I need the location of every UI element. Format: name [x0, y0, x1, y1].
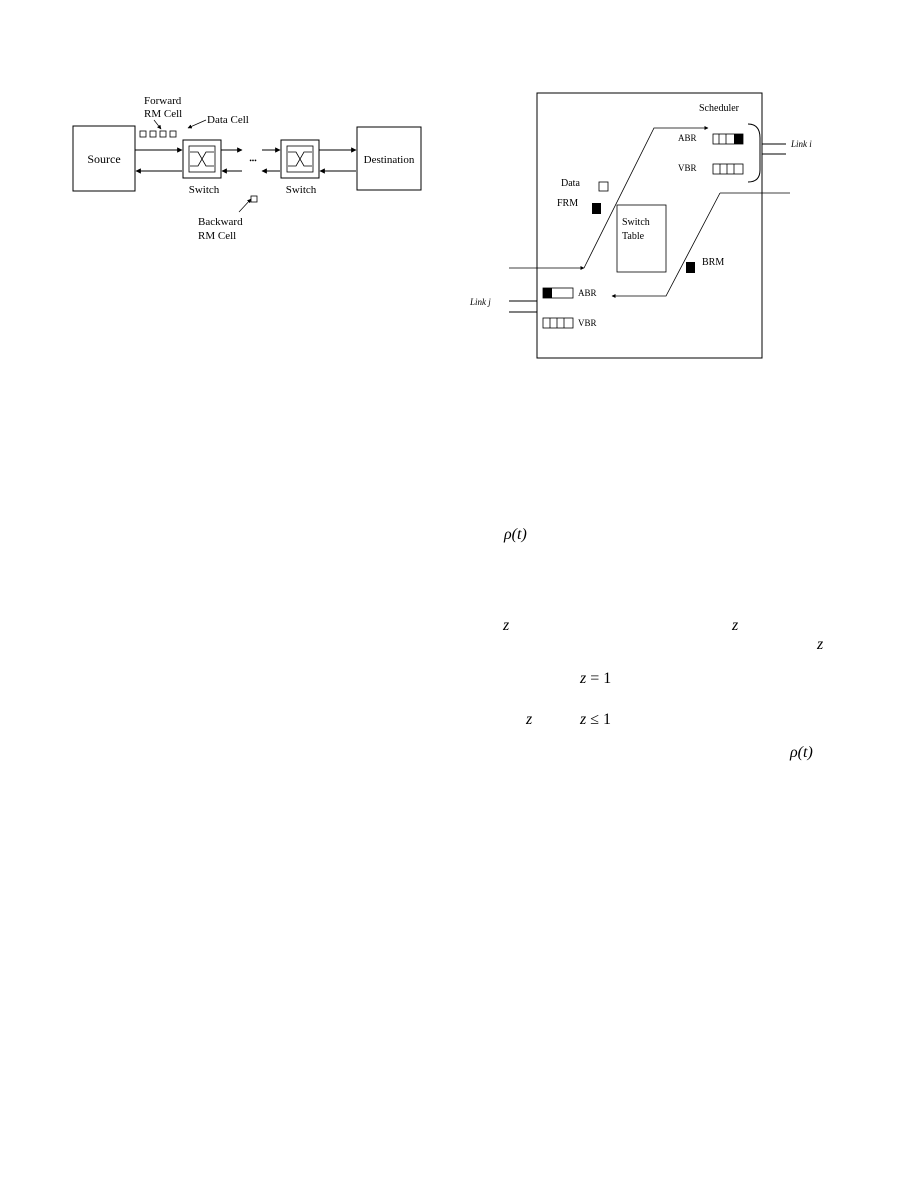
forward-path-diagonal	[583, 126, 709, 269]
abr-out-label: ABR	[678, 133, 697, 143]
forward-rm-label-line1: Forward	[144, 95, 182, 107]
cell-square-2	[149, 130, 157, 138]
cell-square-4	[169, 130, 177, 138]
backward-rm-cell	[250, 195, 258, 203]
abr-in-label: ABR	[578, 288, 597, 298]
ellipsis: •••	[249, 157, 257, 165]
backward-rm-label-line2: RM Cell	[198, 230, 236, 242]
link-j-label: Link j	[469, 297, 491, 307]
switch-1-inner	[188, 145, 216, 173]
vbr-out-queue	[712, 163, 744, 175]
switch-table-box	[616, 204, 667, 273]
vbr-in-label: VBR	[578, 318, 597, 328]
backward-rm-pointer	[238, 198, 252, 213]
backward-rm-label-line1: Backward	[198, 216, 243, 228]
cell-square-3	[159, 130, 167, 138]
destination-label: Destination	[364, 154, 415, 166]
source-box	[72, 125, 136, 192]
scheduler-bracket	[747, 123, 761, 183]
link-i-label: Link i	[790, 139, 812, 149]
abr-out-rm-cell	[734, 134, 743, 144]
switch-internals-diagram: Scheduler ABR VBR Link i Data FRM Switch…	[469, 92, 812, 359]
abr-network-diagram: Source Switch Switch Destination ••• For…	[72, 95, 422, 242]
vbr-out-label: VBR	[678, 163, 697, 173]
brm-cell-icon	[686, 262, 695, 273]
math-z-le-lhs: z	[580, 711, 587, 728]
scheduler-label: Scheduler	[699, 103, 740, 114]
data-cell-label: Data Cell	[207, 114, 249, 126]
math-z-3: z	[817, 636, 824, 653]
math-z-2: z	[732, 617, 739, 634]
math-z-eq-lhs: z	[580, 670, 587, 687]
math-rho-t-1: ρ(t)	[504, 526, 527, 543]
data-cell-icon	[598, 181, 609, 192]
switch-2-inner	[286, 145, 314, 173]
frm-label: FRM	[557, 198, 578, 209]
switch-1-cross-icon	[190, 151, 214, 167]
frm-cell-icon	[592, 203, 601, 214]
math-rho-t-2: ρ(t)	[790, 744, 813, 761]
math-z-le-rhs: ≤ 1	[590, 711, 612, 728]
source-label: Source	[87, 152, 120, 166]
destination-box	[356, 126, 422, 191]
vbr-in-queue	[542, 317, 574, 329]
switch-2-cross-icon	[288, 151, 312, 167]
math-z-eq-one: z = 1	[580, 670, 611, 688]
switch-1-label: Switch	[189, 184, 220, 196]
abr-in-rm-cell	[543, 288, 552, 298]
switch-2-label: Switch	[286, 184, 317, 196]
math-z-le-one: z ≤ 1	[580, 711, 611, 729]
data-label: Data	[561, 178, 580, 189]
forward-rm-pointer	[153, 119, 162, 130]
switch-table-label-line2: Table	[622, 231, 645, 242]
cell-square-1	[139, 130, 147, 138]
math-z-1: z	[503, 617, 510, 634]
math-z-4: z	[526, 711, 533, 728]
forward-rm-label-line2: RM Cell	[144, 108, 182, 120]
data-cell-pointer	[187, 119, 207, 129]
math-z-eq-rhs: = 1	[590, 670, 612, 687]
switch-table-label-line1: Switch	[622, 217, 650, 228]
brm-label: BRM	[702, 257, 724, 268]
backward-path-diagonal	[611, 192, 721, 298]
